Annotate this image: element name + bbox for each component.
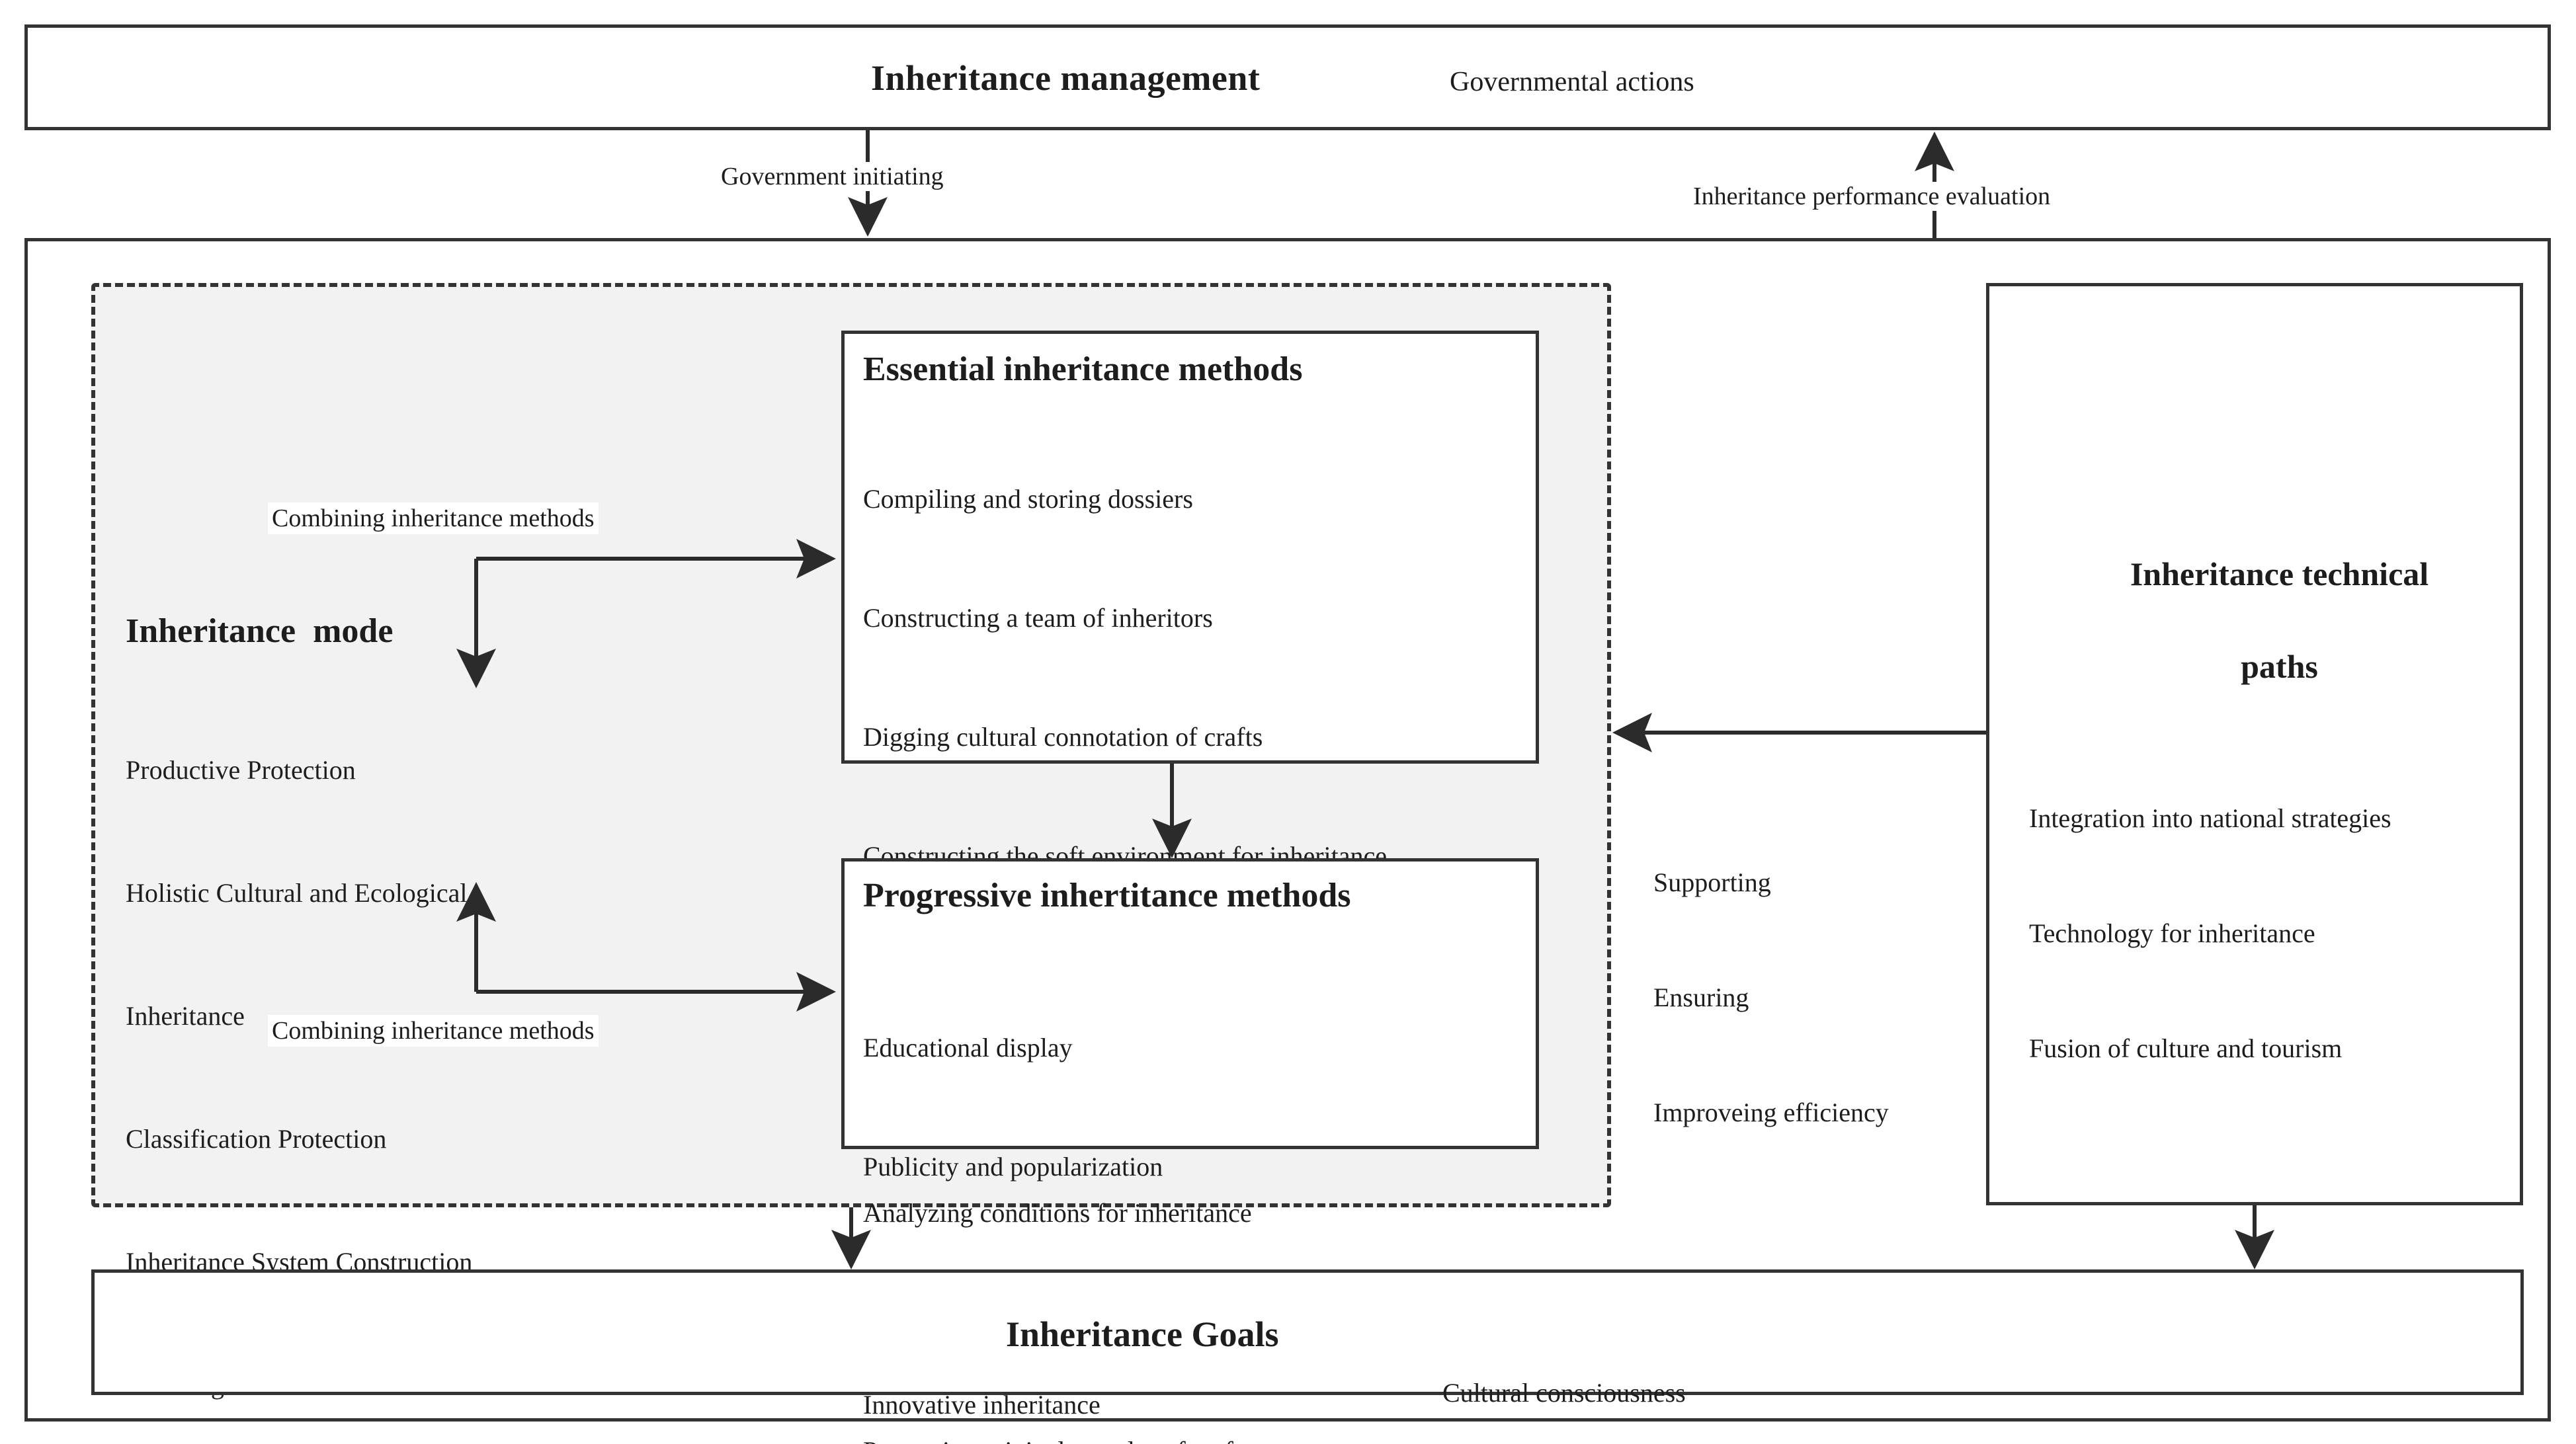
inheritance-technical-paths-box: Inheritance technical paths Integration … [1986, 283, 2523, 1205]
edge-label-combining-lower: Combining inheritance methods [268, 1015, 599, 1047]
supporting-effects-list: Supporting Ensuring Improveing efficienc… [1653, 787, 1889, 1209]
edge-label-combining-upper: Combining inheritance methods [268, 502, 599, 534]
technical-paths-title-line1: Inheritance technical [2130, 555, 2429, 592]
goals-item: Cultural consciousness [1442, 1378, 1686, 1408]
inheritance-management-title: Inheritance management [871, 58, 1261, 98]
edge-label-performance-evaluation: Inheritance performance evaluation [1693, 182, 2051, 211]
essential-item: Constructing a team of inheritors [863, 603, 1213, 633]
mode-item: Inheritance [126, 1001, 245, 1031]
technical-paths-title: Inheritance technical paths [2000, 504, 2509, 736]
progressive-item: Publicity and popularization [863, 1152, 1163, 1182]
inheritance-goals-title: Inheritance Goals [1006, 1314, 1279, 1354]
essential-inheritance-methods-box: Essential inheritance methods Compiling … [841, 331, 1539, 1444]
progressive-inheritance-methods-box: Progressive inhertitance methods Educati… [841, 858, 1539, 1420]
governmental-actions-label: Governmental actions [1450, 67, 1694, 97]
essential-item: Preserving original samples of crafts [863, 1431, 1387, 1444]
progressive-methods-title: Progressive inhertitance methods [863, 877, 1351, 914]
inheritance-mode-title: Inheritance mode [126, 612, 394, 650]
essential-item: Analyzing conditions for inheritance [863, 1198, 1252, 1228]
technical-item: Fusion of culture and tourism [2029, 1033, 2343, 1063]
technical-item: Integration into national strategies [2029, 803, 2391, 833]
technical-paths-title-line2: paths [2241, 648, 2318, 685]
support-item: Improveing efficiency [1653, 1098, 1889, 1127]
mode-item: Classification Protection [126, 1124, 387, 1154]
mode-item: Holistic Cultural and Ecological [126, 878, 468, 908]
main-outer-container [24, 238, 2551, 1422]
technical-paths-list: Integration into national strategies Tec… [2029, 723, 2391, 1144]
support-item: Ensuring [1653, 983, 1749, 1012]
inheritance-goals-list: Cultural consciousness Living inheritanc… [1442, 1294, 1686, 1444]
essential-methods-title: Essential inheritance methods [863, 350, 1303, 388]
inheritance-goals-box: Inheritance Goals Cultural consciousness… [91, 1269, 2524, 1408]
mode-item: Productive Protection [126, 755, 356, 785]
progressive-item: Educational display [863, 1033, 1073, 1063]
technical-item: Technology for inheritance [2029, 918, 2315, 948]
edge-label-government-initiating: Government initiating [721, 162, 944, 191]
inheritance-management-box: Inheritance management Governmental acti… [24, 24, 2551, 130]
support-item: Supporting [1653, 867, 1771, 897]
inheritance-mode-list: Productive Protection Holistic Cultural … [126, 668, 472, 1444]
essential-item: Compiling and storing dossiers [863, 484, 1193, 514]
essential-item: Digging cultural connotation of crafts [863, 722, 1263, 752]
